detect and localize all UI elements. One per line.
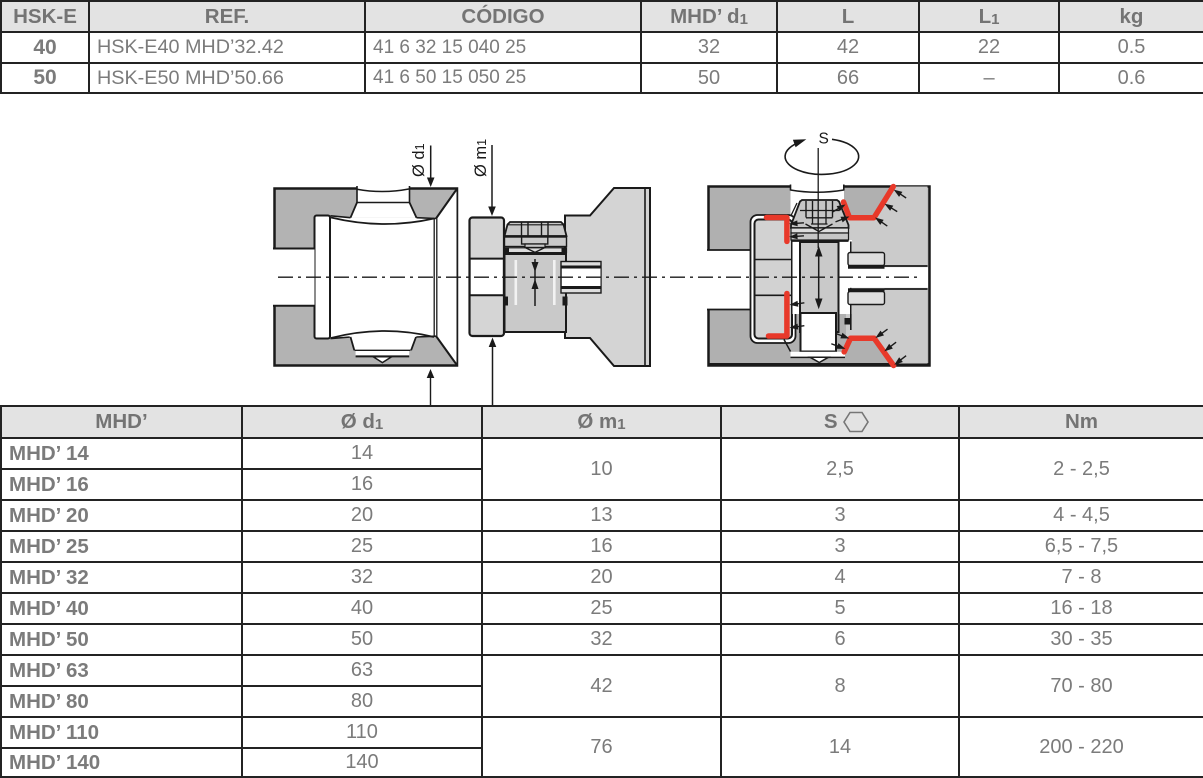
svg-text:Ø d1: Ø d1 (410, 143, 428, 177)
svg-text:Ø m1: Ø m1 (472, 139, 490, 177)
svg-text:S: S (819, 131, 829, 148)
